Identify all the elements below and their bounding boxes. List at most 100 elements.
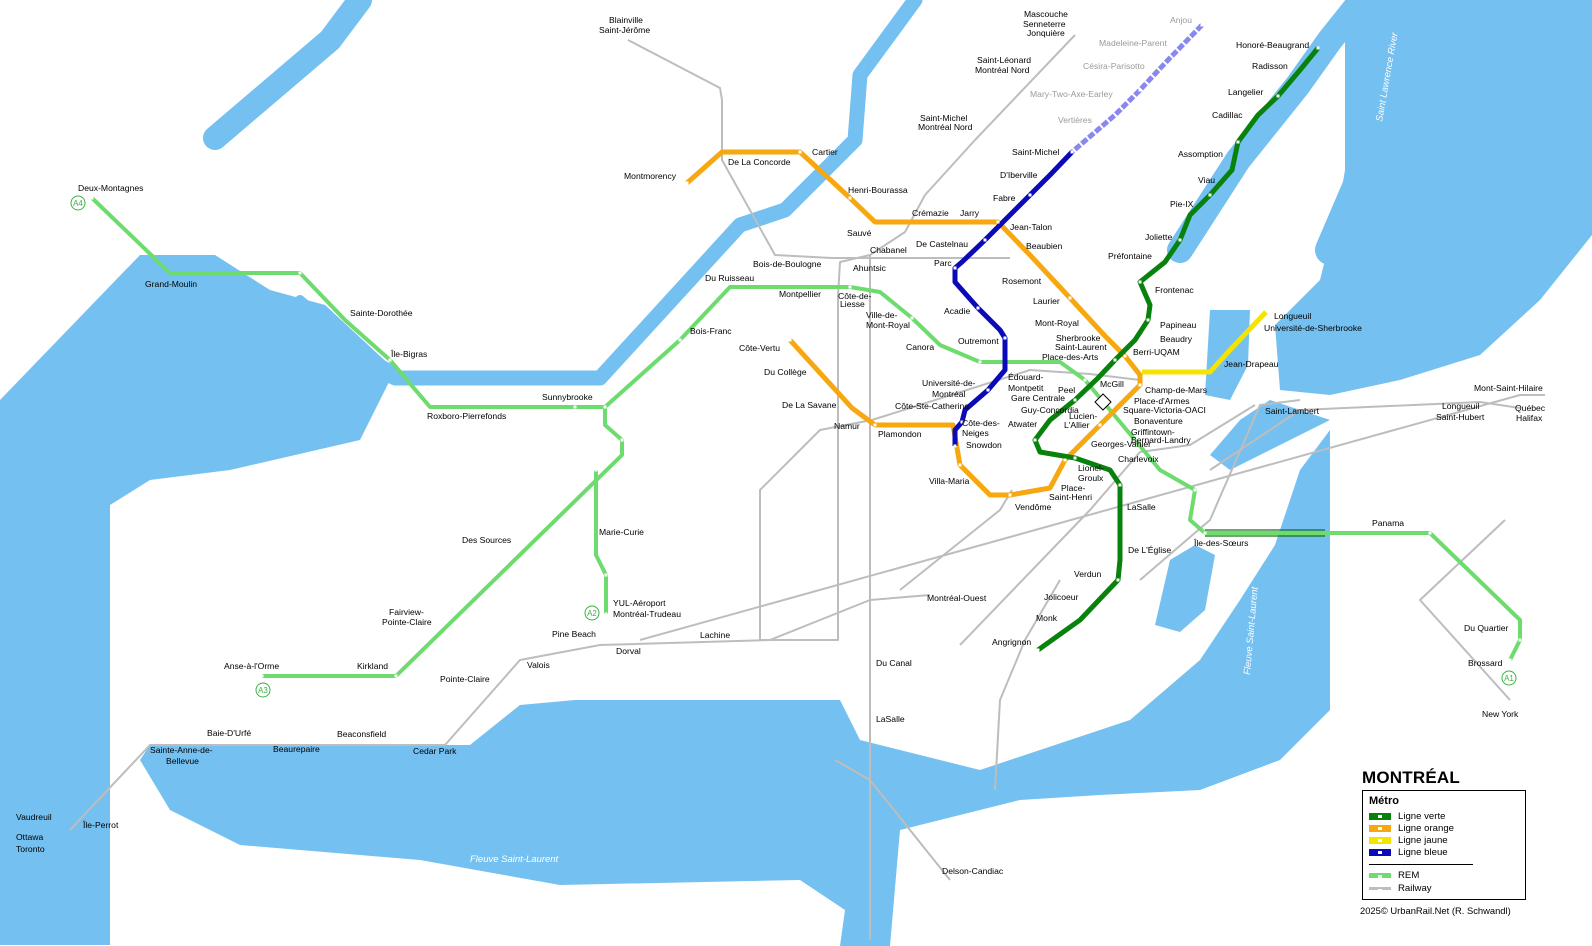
station-label-green: Atwater: [1008, 419, 1037, 429]
station-marker: [1003, 336, 1007, 340]
station-label-blue: Montpetit: [1008, 383, 1044, 393]
station-label-rail: Vaudreuil: [16, 812, 52, 822]
station-label-green: Saint-Laurent: [1055, 342, 1107, 352]
station-marker: [603, 405, 607, 409]
station-marker: [976, 306, 980, 310]
station-labels: Honoré-BeaugrandRadissonLangelierCadilla…: [16, 9, 1546, 876]
station-label-green: Jolicoeur: [1044, 592, 1079, 602]
station-label-orange: Lucien-: [1069, 411, 1097, 421]
station-label-rail: Dorval: [616, 646, 641, 656]
station-marker: [573, 405, 577, 409]
station-label-rail: Ahuntsic: [853, 263, 887, 273]
station-marker: [1518, 638, 1522, 642]
station-marker: [996, 220, 1000, 224]
legend-label: Ligne bleue: [1398, 847, 1448, 858]
station-label-rem: Bois-Franc: [690, 326, 732, 336]
station-label-green: Joliette: [1145, 232, 1172, 242]
station-marker: [1073, 398, 1077, 402]
railway-line-6: [639, 394, 1545, 641]
railway-line-13: [899, 489, 1013, 591]
station-label-rail: Pine Beach: [552, 629, 596, 639]
station-label-blue: Saint-Michel: [1012, 147, 1059, 157]
station-label-rem: Bernard-Landry: [1131, 435, 1191, 445]
station-label-rem: Griffintown-: [1131, 427, 1175, 437]
station-label-rem: Île-Bigras: [390, 349, 427, 359]
station-label-rail: Saint-Hubert: [1436, 412, 1485, 422]
station-label-green: Radisson: [1252, 61, 1288, 71]
rem-branch-badge: A1: [1501, 670, 1517, 686]
station-marker: [1098, 423, 1102, 427]
station-label-rail: Du Canal: [876, 658, 912, 668]
station-label-rem: Mont-Royal: [866, 320, 910, 330]
station-label-rail: Mascouche: [1024, 9, 1068, 19]
station-label-green: Charlevoix: [1118, 454, 1159, 464]
station-label-yellow: Longueuil: [1274, 311, 1311, 321]
station-label-orange: Cartier: [812, 147, 838, 157]
station-marker: [1178, 238, 1182, 242]
station-label-rail: Bellevue: [166, 756, 199, 766]
station-label-rail: Delson-Candiac: [942, 866, 1004, 876]
station-label-orange: Rosemont: [1002, 276, 1042, 286]
station-label-future: Mary-Two-Axe-Earley: [1030, 89, 1113, 99]
station-marker: [1316, 46, 1320, 50]
station-label-rail: Saint-Michel: [920, 113, 967, 123]
railway-line-0: [627, 39, 1010, 259]
station-label-blue: Outremont: [958, 336, 999, 346]
station-marker: [260, 674, 264, 678]
station-label-green: Monk: [1036, 613, 1058, 623]
station-marker: [848, 196, 852, 200]
station-marker: [1208, 193, 1212, 197]
legend-label: Ligne verte: [1398, 811, 1446, 822]
yellow-line: [1142, 310, 1268, 375]
station-label-rail: Chabanel: [870, 245, 907, 255]
station-label-blue: D'Iberville: [1000, 170, 1038, 180]
station-label-blue: Fabre: [993, 193, 1016, 203]
station-marker: [1138, 280, 1142, 284]
station-marker: [1068, 296, 1072, 300]
station-label-rem: Côte-de-: [838, 291, 872, 301]
station-marker: [1113, 358, 1117, 362]
railway-line-12: [994, 579, 1061, 791]
station-label-orange: De La Savane: [782, 400, 837, 410]
station-label-rem: Anse-à-l'Orme: [224, 661, 279, 671]
badge-label: A2: [587, 609, 597, 618]
station-label-orange: Place-d'Armes: [1134, 396, 1190, 406]
station-label-rail: Toronto: [16, 844, 45, 854]
station-label-green: Place-des-Arts: [1042, 352, 1098, 362]
station-label-orange: Côte-Ste-Catherine: [895, 401, 969, 411]
station-label-green: De L'Église: [1128, 545, 1171, 555]
station-marker: [604, 612, 608, 616]
station-marker: [1036, 648, 1040, 652]
badge-circle: [1501, 670, 1517, 686]
station-marker: [788, 338, 792, 342]
railway-line-3: [759, 419, 873, 640]
station-label-future: Césira-Parisotto: [1083, 61, 1145, 71]
legend-label: Ligne orange: [1398, 823, 1455, 834]
railway-line-9: [1209, 401, 1521, 471]
station-marker: [1508, 658, 1512, 662]
station-label-rem: Fairview-: [389, 607, 424, 617]
rem-line-0: [90, 196, 1522, 661]
station-marker: [1118, 483, 1122, 487]
station-label-rail: Bois-de-Boulogne: [753, 259, 822, 269]
legend-label: REM: [1398, 870, 1420, 881]
railway-line-10: [1419, 519, 1511, 701]
railway-line-5: [834, 759, 951, 881]
rem-line-2: [594, 470, 608, 614]
station-label-rem: Brossard: [1468, 658, 1503, 668]
station-label-orange: Montmorency: [624, 171, 677, 181]
interchange-marker: [1094, 393, 1112, 411]
station-label-rem: Montpellier: [779, 289, 821, 299]
station-marker: [1116, 578, 1120, 582]
water-body-4: [1155, 545, 1215, 632]
swatch-yellow: [1369, 837, 1391, 844]
station-label-rem: Pointe-Claire: [382, 617, 432, 627]
river-channel-3: [1167, 0, 1375, 263]
station-label-green: Frontenac: [1155, 285, 1194, 295]
station-label-orange: Beaubien: [1026, 241, 1063, 251]
station-label-orange: De La Concorde: [728, 157, 791, 167]
station-label-rem: Canora: [906, 342, 934, 352]
station-marker: [1008, 493, 1012, 497]
